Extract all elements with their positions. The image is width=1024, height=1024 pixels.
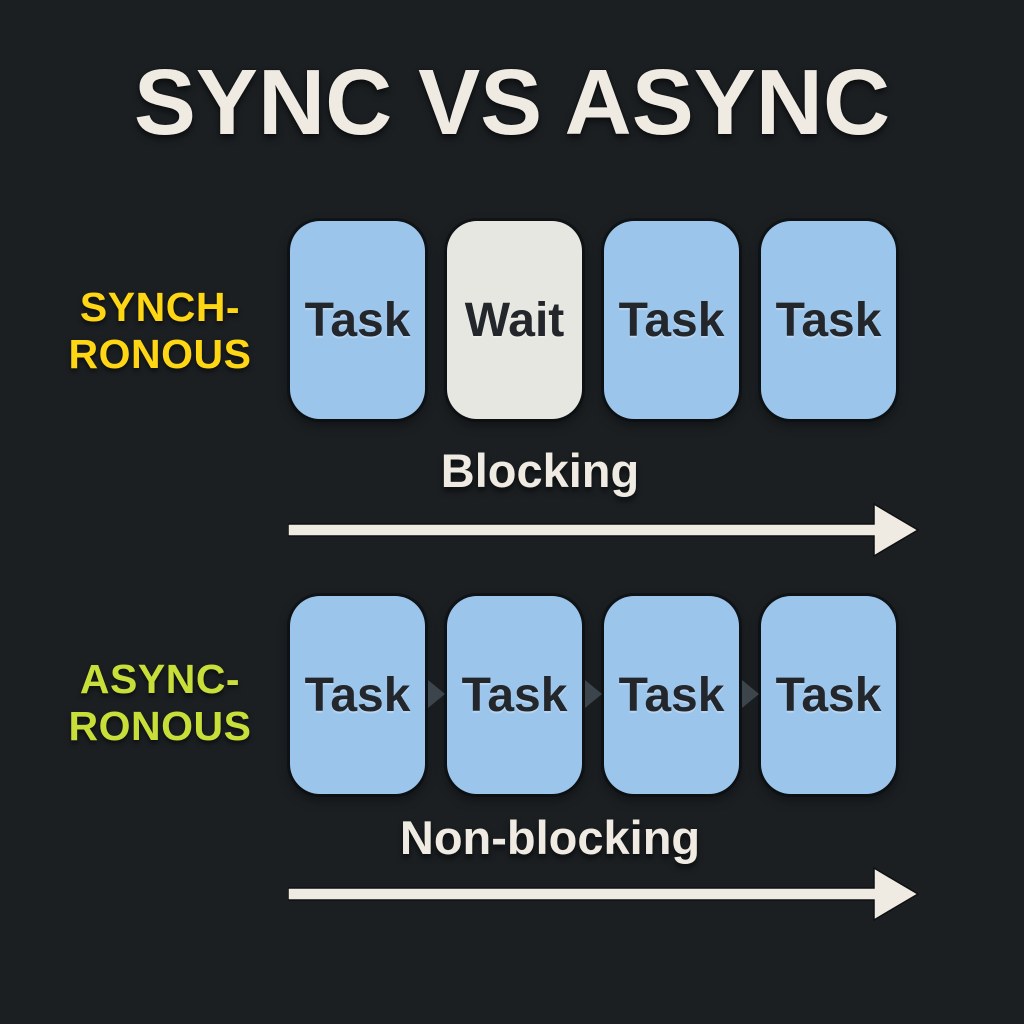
non-blocking-caption: Non-blocking [399,811,701,864]
task-box-label: Task [461,668,568,722]
sync-section-label: SYNCH- RONOUS [55,284,265,378]
task-box-label: Task [304,668,411,722]
async-task-box-2: Task [447,596,582,794]
sync-wait-box: Wait [447,221,582,419]
async-task-box-3: Task [604,596,739,794]
task-box-label: Task [618,293,725,347]
blocking-caption: Blocking [440,444,640,497]
async-label-line2: RONOUS [68,703,252,749]
async-label-line1: ASYNC- [79,656,241,702]
task-box-label: Task [775,293,882,347]
sync-task-box-3: Task [761,221,896,419]
async-task-box-4: Task [761,596,896,794]
sync-task-box-2: Task [604,221,739,419]
task-box-label: Task [618,668,725,722]
task-box-label: Task [775,668,882,722]
blocking-arrow-icon [288,502,919,558]
async-task-row: Task Task Task Task [290,596,896,794]
chevron-right-icon [742,680,759,708]
sync-label-line1: SYNCH- [79,284,241,330]
chevron-right-icon [585,680,602,708]
sync-task-box-1: Task [290,221,425,419]
non-blocking-arrow-icon [288,866,919,922]
sync-label-line2: RONOUS [68,331,252,377]
async-task-box-1: Task [290,596,425,794]
chevron-right-icon [428,680,445,708]
wait-box-label: Wait [464,293,565,347]
async-section-label: ASYNC- RONOUS [55,656,265,750]
task-box-label: Task [304,293,411,347]
page-title: SYNC VS ASYNC [133,50,891,154]
sync-task-row: Task Wait Task Task [290,221,896,419]
